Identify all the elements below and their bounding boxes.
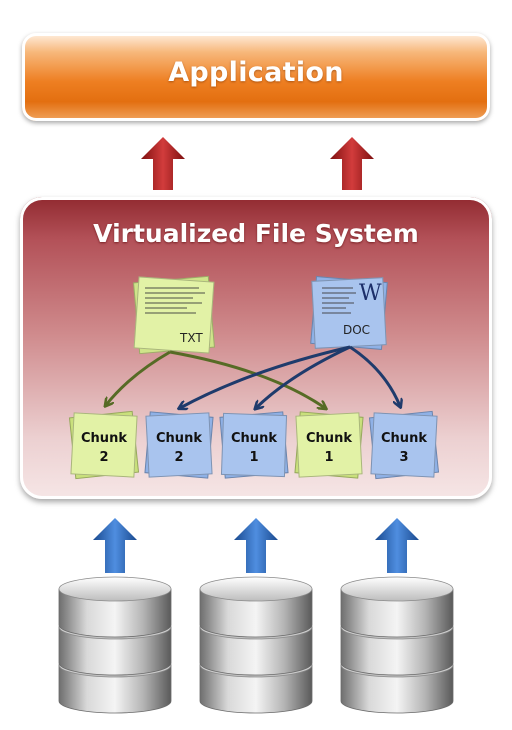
doc-to-chunk-1-arrow: [256, 345, 351, 408]
up-arrow-icon: [93, 518, 137, 573]
disk-platter: [340, 588, 454, 638]
database-disk-stack: [199, 576, 313, 714]
chunk-doc-3: Chunk 3: [368, 410, 440, 480]
chunk-doc-2: Chunk 2: [144, 411, 214, 479]
txt-to-chunk-1-arrow: [169, 350, 325, 408]
chunk-txt-1: Chunk 1: [294, 411, 364, 479]
chunk-number: 3: [399, 450, 409, 465]
chunk-number: 1: [324, 450, 334, 465]
chunk-label: Chunk: [381, 431, 427, 446]
up-arrow-icon: [375, 518, 419, 573]
chunk-number: 2: [174, 450, 184, 465]
chunk-label: Chunk: [231, 431, 277, 446]
up-arrow-icon: [330, 137, 374, 190]
chunk-label: Chunk: [81, 431, 127, 446]
chunk-number: 2: [99, 450, 109, 465]
chunk-txt-2: Chunk 2: [68, 410, 140, 480]
application-layer: Application: [22, 33, 490, 121]
disk-platter: [58, 664, 172, 714]
up-arrow-icon: [141, 137, 185, 190]
disk-platter: [199, 626, 313, 676]
disk-platter-top: [199, 576, 313, 602]
disk-platter: [199, 664, 313, 714]
txt-file-note: TXT: [133, 275, 215, 355]
chunk-number: 1: [249, 450, 259, 465]
chunk-doc-1: Chunk 1: [219, 411, 289, 479]
doc-to-chunk-3-arrow: [349, 345, 400, 406]
chunk-label: Chunk: [156, 431, 202, 446]
txt-to-chunk-2-arrow: [106, 350, 171, 405]
up-arrow-icon: [234, 518, 278, 573]
disk-platter: [58, 626, 172, 676]
disk-platter: [58, 588, 172, 638]
disk-platter: [340, 626, 454, 676]
disk-platter: [340, 664, 454, 714]
disk-platter-top: [340, 576, 454, 602]
txt-text-lines: [145, 287, 205, 317]
txt-file-label: TXT: [180, 331, 203, 345]
database-disk-icon: [58, 576, 454, 714]
doc-file-note: W DOC: [310, 275, 388, 351]
doc-text-lines: [322, 287, 356, 317]
vfs-title: Virtualized File System: [93, 219, 419, 248]
application-title: Application: [168, 56, 344, 88]
database-disk-stack: [340, 576, 454, 714]
database-disk-stack: [58, 576, 172, 714]
doc-to-chunk-2-arrow: [180, 345, 351, 408]
disk-platter-top: [58, 576, 172, 602]
word-document-icon: W: [359, 281, 382, 306]
disk-platter: [199, 588, 313, 638]
doc-file-label: DOC: [343, 323, 371, 337]
chunk-label: Chunk: [306, 431, 352, 446]
